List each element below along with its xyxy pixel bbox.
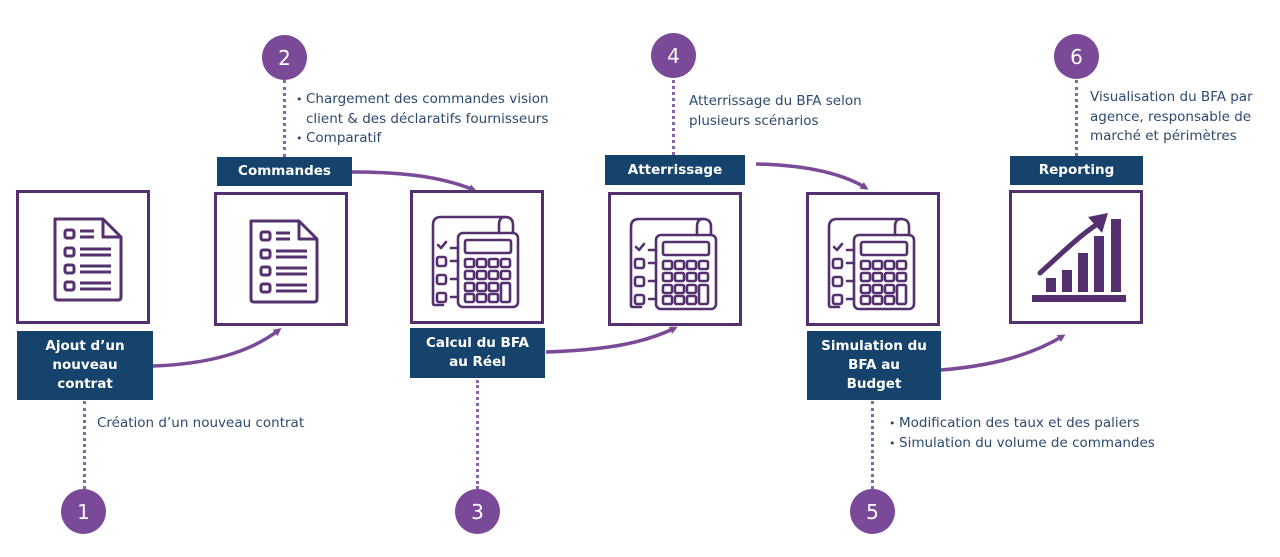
arrow-step5-to-step6: [940, 334, 1066, 372]
leader-line-step5: [871, 401, 874, 489]
step6-icon-box: [1009, 190, 1143, 324]
step1-number-badge: 1: [61, 489, 106, 534]
step3-icon-box: [410, 190, 544, 324]
step5-description: Modification des taux et des paliers Sim…: [889, 414, 1155, 453]
calculator-checklist-icon: [431, 215, 520, 309]
leader-line-step2: [283, 80, 286, 157]
leader-line-step3: [476, 380, 479, 489]
step5-label: Simulation du BFA au Budget: [807, 331, 941, 400]
step2-bullet: Comparatif: [296, 129, 549, 149]
step2-label: Commandes: [217, 157, 352, 186]
step1-description: Création d’un nouveau contrat: [97, 415, 305, 431]
arrow-step4-to-step5: [755, 162, 869, 190]
step6-label: Reporting: [1010, 156, 1143, 185]
leader-line-step1: [83, 401, 86, 489]
step4-description: Atterrissage du BFA selon plusieurs scén…: [689, 93, 862, 129]
step3-label: Calcul du BFA au Réel: [410, 328, 545, 378]
step5-icon-box: [806, 192, 940, 326]
step1-icon-box: [16, 190, 150, 324]
document-checklist-icon: [53, 217, 123, 302]
step2-icon-box: [214, 192, 348, 326]
step4-icon-box: [608, 192, 742, 326]
step3-number-badge: 3: [455, 489, 500, 534]
growth-chart-icon: [1032, 213, 1126, 302]
step5-bullet: Simulation du volume de commandes: [889, 434, 1155, 454]
calculator-checklist-icon: [629, 217, 718, 311]
arrow-step3-to-step4: [545, 326, 678, 354]
step6-number-badge: 6: [1054, 34, 1099, 79]
calculator-checklist-icon: [827, 217, 916, 311]
step5-bullet: Modification des taux et des paliers: [889, 414, 1155, 434]
arrow-step2-to-step3: [351, 170, 477, 192]
step2-number-badge: 2: [262, 35, 307, 80]
step5-number-badge: 5: [850, 489, 895, 534]
step4-number-badge: 4: [651, 33, 696, 78]
leader-line-step6: [1075, 80, 1078, 156]
leader-line-step4: [672, 80, 675, 155]
step6-description: Visualisation du BFA par agence, respons…: [1090, 89, 1253, 144]
arrow-step1-to-step2: [152, 328, 282, 368]
step1-label: Ajout d’un nouveau contrat: [17, 331, 153, 400]
document-checklist-icon: [249, 219, 319, 304]
step4-label: Atterrissage: [605, 155, 745, 185]
